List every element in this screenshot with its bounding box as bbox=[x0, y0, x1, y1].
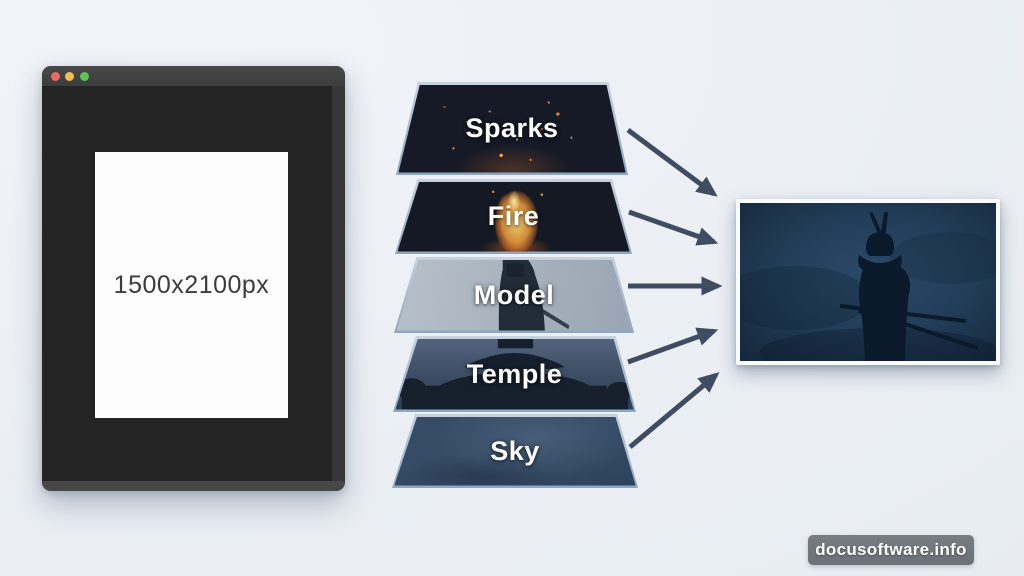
arrow-fire bbox=[628, 209, 719, 246]
minimize-button[interactable] bbox=[65, 71, 74, 81]
composite-result-frame bbox=[736, 199, 1000, 365]
layer-to-composite-arrows bbox=[626, 127, 723, 449]
layer-label: Temple bbox=[466, 358, 563, 389]
robed-figure-silhouette bbox=[498, 259, 569, 331]
layer-label: Model bbox=[473, 279, 555, 310]
temple-thumbnail bbox=[395, 338, 634, 410]
model-thumbnail bbox=[396, 259, 632, 331]
temple-silhouette bbox=[396, 338, 632, 410]
window-titlebar bbox=[42, 66, 345, 86]
canvas-size-label: 1500x2100px bbox=[113, 270, 270, 299]
fire-thumbnail bbox=[397, 181, 630, 252]
zoom-button[interactable] bbox=[80, 71, 89, 81]
samurai-silhouette bbox=[840, 211, 978, 361]
sparks-thumbnail bbox=[398, 84, 626, 173]
layer-card-sky: Sky bbox=[392, 414, 638, 488]
close-button[interactable] bbox=[51, 71, 60, 81]
layer-label: Sparks bbox=[465, 113, 559, 143]
samurai-composite-image bbox=[740, 203, 996, 361]
sky-thumbnail bbox=[394, 416, 636, 486]
arrow-sky bbox=[628, 372, 720, 449]
watermark-badge: docusoftware.info bbox=[808, 535, 974, 565]
arrow-temple bbox=[627, 327, 719, 365]
window-statusbar bbox=[42, 481, 345, 491]
layer-card-sparks: Sparks bbox=[396, 82, 628, 175]
layer-label: Sky bbox=[490, 435, 540, 466]
watermark-text: docusoftware.info bbox=[815, 540, 967, 559]
layer-card-model: Model bbox=[394, 257, 634, 333]
layer-label: Fire bbox=[487, 201, 540, 231]
layer-card-fire: Fire bbox=[395, 179, 632, 254]
arrow-sparks bbox=[626, 127, 718, 197]
layer-card-temple: Temple bbox=[393, 336, 636, 412]
document-canvas: 1500x2100px bbox=[95, 152, 288, 418]
editor-window: 1500x2100px 1500x2100px bbox=[42, 66, 345, 491]
vertical-scrollbar[interactable] bbox=[332, 86, 345, 481]
